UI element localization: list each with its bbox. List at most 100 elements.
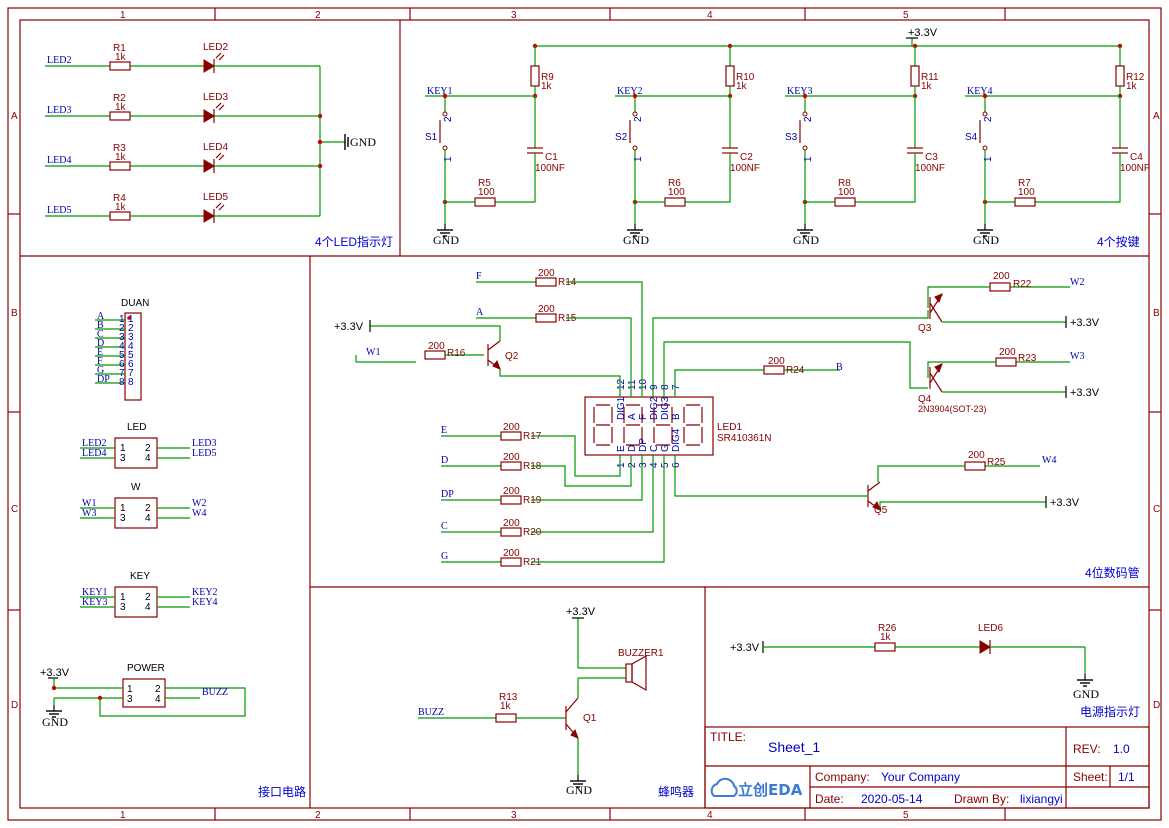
net-label: C xyxy=(97,329,104,340)
pin-num: 6 xyxy=(119,359,125,370)
net-label: A xyxy=(97,311,105,322)
res-ref: R5 xyxy=(478,178,491,189)
company-value: Your Company xyxy=(881,770,960,784)
pin-num: 8 xyxy=(660,384,671,390)
net-label: LED5 xyxy=(192,448,216,459)
pin-num: 4 xyxy=(145,513,151,524)
res-ref: R13 xyxy=(499,692,518,703)
pin-num: 2 xyxy=(627,462,638,468)
connector-title: KEY xyxy=(130,571,150,582)
buzzer-section: +3.3V BUZZER1 BUZZ R13 1k Q1 GND xyxy=(418,606,664,797)
res-val: 1k xyxy=(880,632,892,643)
supply-label: +3.3V xyxy=(1070,317,1100,329)
cap-val: 100NF xyxy=(730,163,760,174)
section-title-keys: 4个按键 xyxy=(1097,235,1140,249)
gnd-label: GND xyxy=(973,233,999,247)
cloud-logo-icon xyxy=(710,777,738,797)
pin-num: 5 xyxy=(128,350,134,361)
section-title-power: 电源指示灯 xyxy=(1080,704,1140,719)
pin-num: 2 xyxy=(119,323,125,334)
led-section: GND LED2R11kLED2LED3R21kLED3LED4R31kLED4… xyxy=(45,42,376,223)
net-buzz: BUZZ xyxy=(418,707,444,718)
res-val: 1k xyxy=(115,102,127,113)
res-val: 100 xyxy=(668,187,685,198)
res-val: 200 xyxy=(503,518,520,529)
pin-label: E xyxy=(616,445,627,452)
pin-num: 3 xyxy=(128,332,134,343)
pin-num: 1 xyxy=(120,503,126,514)
net-label: LED5 xyxy=(47,205,71,216)
net-label: W2 xyxy=(192,498,206,509)
cap-val: 100NF xyxy=(535,163,565,174)
pin-label: A xyxy=(627,413,638,420)
connector-title: POWER xyxy=(127,663,165,674)
res-val: 1k xyxy=(115,202,127,213)
sheet-title: Sheet_1 xyxy=(768,739,820,755)
supply-label: +3.3V xyxy=(40,667,70,679)
section-title-led: 4个LED指示灯 xyxy=(315,234,393,249)
pin-num: 6 xyxy=(128,359,134,370)
res-ref: R4 xyxy=(113,193,126,204)
col-label: 1 xyxy=(120,810,126,821)
eda-logo-text: 立创EDA xyxy=(738,781,803,799)
pin-label: G xyxy=(660,444,671,452)
res-val: 1k xyxy=(115,152,127,163)
col-label: 2 xyxy=(315,10,321,21)
supply-label: +3.3V xyxy=(566,606,596,618)
supply-label: +3.3V xyxy=(1050,497,1080,509)
res-ref: R8 xyxy=(838,178,851,189)
sheet-value: 1/1 xyxy=(1118,770,1135,784)
date-label: Date: xyxy=(815,792,844,806)
net-label: W1 xyxy=(82,498,96,509)
supply-label: +3.3V xyxy=(908,27,938,39)
net-label: G xyxy=(97,365,104,376)
pin-label: DP xyxy=(638,438,649,452)
led-ref: LED3 xyxy=(203,92,228,103)
net-label: LED4 xyxy=(47,155,71,166)
pin-num: 5 xyxy=(119,350,125,361)
res-val: 1k xyxy=(1126,81,1138,92)
net-label: G xyxy=(441,551,448,562)
col-label: 3 xyxy=(511,810,517,821)
pin-num: 2 xyxy=(128,323,134,334)
pin-num: 4 xyxy=(145,453,151,464)
res-val: 200 xyxy=(968,450,985,461)
company-label: Company: xyxy=(815,770,870,784)
pin-num: 7 xyxy=(119,368,125,379)
pin-label: C xyxy=(649,445,660,452)
pin-num: 8 xyxy=(119,377,125,388)
pin-label: DIG3 xyxy=(660,396,671,420)
pin-num: 2 xyxy=(155,684,161,695)
cap-ref: C4 xyxy=(1130,152,1143,163)
grid-labels: 1 2 3 4 5 1 2 3 4 5 A B C D A B C D xyxy=(11,10,1160,821)
res-ref: R9 xyxy=(541,72,554,83)
net-label: W3 xyxy=(82,508,96,519)
net-label: KEY1 xyxy=(427,86,453,97)
pin-num: 2 xyxy=(145,503,151,514)
pin-num: 1 xyxy=(803,156,814,162)
section-title-buzzer: 蜂鸣器 xyxy=(658,784,694,799)
res-val: 200 xyxy=(428,341,445,352)
cap-ref: C1 xyxy=(545,152,558,163)
net-label: LED3 xyxy=(47,105,71,116)
res-ref: R25 xyxy=(987,457,1006,468)
col-label: 3 xyxy=(511,10,517,21)
res-ref: R11 xyxy=(921,72,939,83)
net-label: W2 xyxy=(1070,277,1084,288)
pin-num: 3 xyxy=(119,332,125,343)
col-label: 5 xyxy=(903,10,909,21)
row-label: D xyxy=(1153,700,1160,711)
net-label: KEY1 xyxy=(82,587,108,598)
switch-ref: S4 xyxy=(965,132,978,143)
title-label: TITLE: xyxy=(710,730,746,744)
res-val: 100 xyxy=(478,187,495,198)
net-label: A xyxy=(476,307,484,318)
pin-num: 3 xyxy=(120,602,126,613)
seven-segment-display xyxy=(584,396,714,456)
connector-title: DUAN xyxy=(121,298,149,309)
switch-ref: S2 xyxy=(615,132,628,143)
net-label: KEY2 xyxy=(192,587,218,598)
res-ref: R26 xyxy=(878,623,897,634)
gnd-label: GND xyxy=(1073,687,1099,701)
